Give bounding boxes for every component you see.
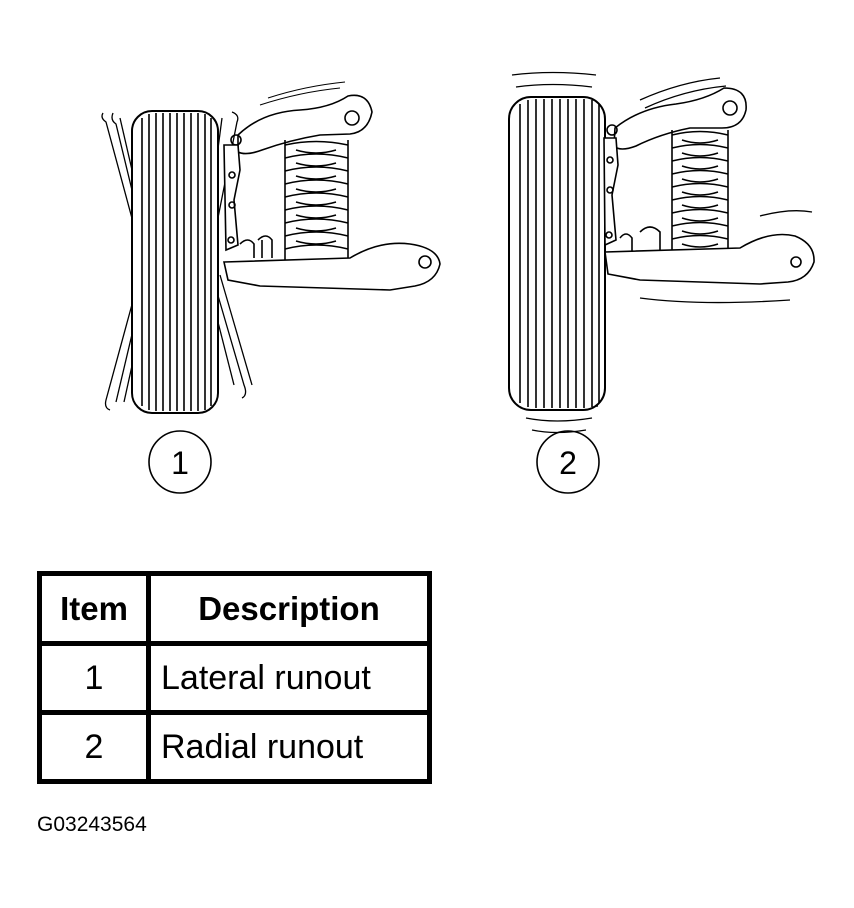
radial-upper-arm — [606, 87, 747, 150]
radial-tire — [508, 96, 606, 411]
lateral-lower-arm — [223, 235, 441, 291]
radial-lower-arm — [604, 226, 815, 285]
legend-row-description: Lateral runout — [146, 641, 432, 715]
lateral-knuckle — [223, 144, 241, 252]
legend-row: 2 Radial runout — [37, 710, 432, 784]
legend-row-description: Radial runout — [146, 710, 432, 784]
runout-illustration: 1 — [101, 71, 815, 494]
radial-knuckle — [603, 137, 619, 247]
lateral-tire — [131, 110, 219, 414]
figure-id: G03243564 — [37, 813, 147, 836]
callout-circle-2 — [536, 430, 600, 494]
legend-table: Item Description 1 Lateral runout 2 Radi… — [37, 571, 432, 784]
lateral-runout-figure: 1 — [101, 81, 441, 494]
legend-header-description: Description — [146, 571, 432, 646]
legend-row-item: 1 — [37, 641, 151, 715]
radial-runout-figure: 2 — [508, 71, 815, 494]
lateral-coil-spring — [284, 140, 349, 260]
legend-header-item: Item — [37, 571, 151, 646]
radial-coil-spring — [671, 130, 729, 250]
legend-row: 1 Lateral runout — [37, 641, 432, 715]
callout-circle-1 — [148, 430, 212, 494]
callout-label-1: 1 — [171, 445, 189, 481]
legend-header-row: Item Description — [37, 571, 432, 646]
legend-row-item: 2 — [37, 710, 151, 784]
callout-label-2: 2 — [559, 445, 577, 481]
lateral-upper-arm — [230, 81, 373, 155]
